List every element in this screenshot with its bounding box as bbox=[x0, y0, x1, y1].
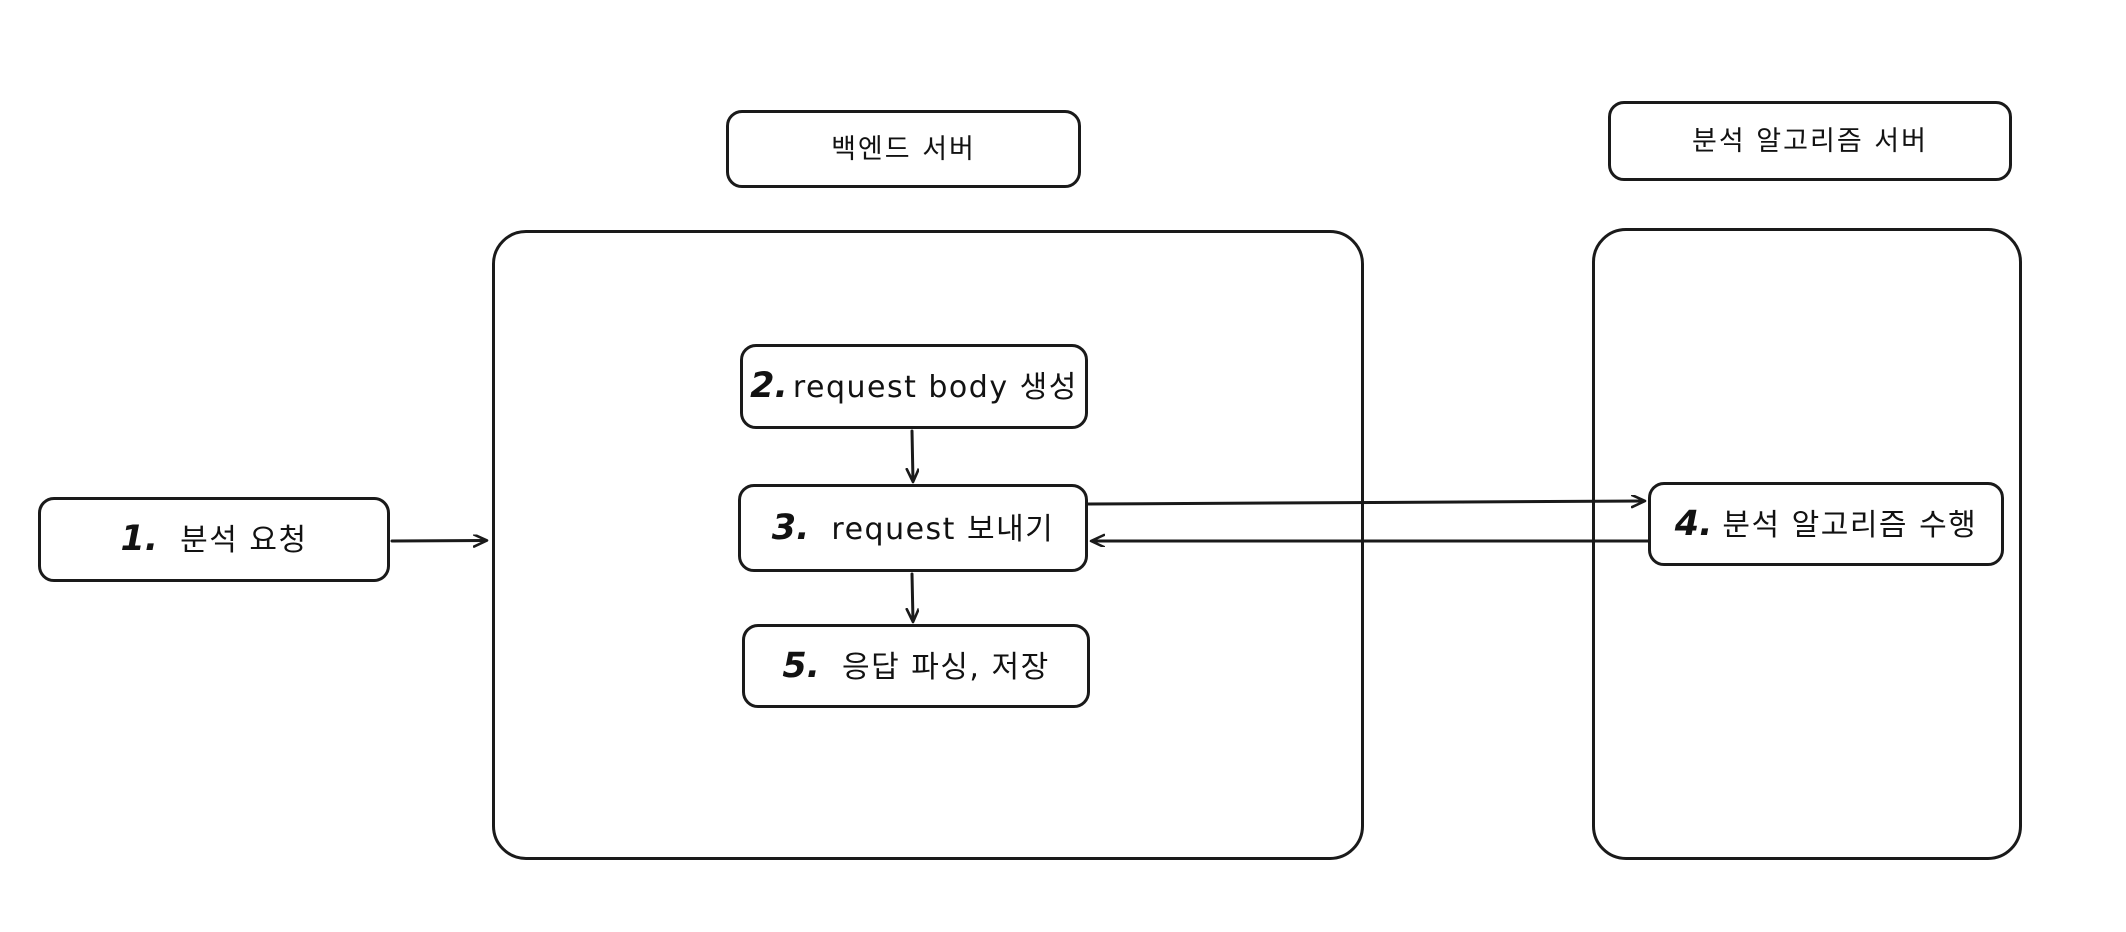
step-number-3: 3. bbox=[771, 507, 810, 548]
step-number-4: 4. bbox=[1674, 503, 1713, 544]
title-box-analysis-algorithm-server[interactable]: 분석 알고리즘 서버 bbox=[1608, 101, 2012, 181]
step-node-1[interactable]: 1. 분석 요청 bbox=[38, 497, 390, 582]
step-label-5: 5. 응답 파싱, 저장 bbox=[782, 645, 1050, 686]
title-label-analysis-algorithm-server: 분석 알고리즘 서버 bbox=[1692, 125, 1928, 157]
step-text-2: request body 생성 bbox=[792, 370, 1078, 405]
container-analysis-algorithm-server[interactable] bbox=[1592, 228, 2022, 860]
title-box-backend-server[interactable]: 백엔드 서버 bbox=[726, 110, 1081, 188]
step-text-5: 응답 파싱, 저장 bbox=[841, 649, 1050, 685]
step-node-2[interactable]: 2. request body 생성 bbox=[740, 344, 1088, 429]
arrow-request-to-backend bbox=[390, 541, 486, 542]
container-backend-server[interactable] bbox=[492, 230, 1364, 860]
step-number-2: 2. bbox=[750, 366, 788, 406]
step-number-5: 5. bbox=[782, 645, 820, 686]
step-text-3: request 보내기 bbox=[831, 511, 1055, 547]
step-label-4: 4. 분석 알고리즘 수행 bbox=[1674, 503, 1978, 544]
step-label-1: 1. 분석 요청 bbox=[120, 522, 307, 557]
step-label-3: 3. request 보내기 bbox=[771, 507, 1055, 548]
step-text-1: 분석 요청 bbox=[180, 523, 308, 558]
step-number-1: 1. bbox=[120, 519, 159, 559]
title-label-backend-server: 백엔드 서버 bbox=[831, 133, 976, 165]
step-label-2: 2. request body 생성 bbox=[750, 369, 1078, 404]
step-text-4: 분석 알고리즘 수행 bbox=[1722, 507, 1978, 543]
step-node-4[interactable]: 4. 분석 알고리즘 수행 bbox=[1648, 482, 2004, 566]
step-node-5[interactable]: 5. 응답 파싱, 저장 bbox=[742, 624, 1090, 708]
step-node-3[interactable]: 3. request 보내기 bbox=[738, 484, 1088, 572]
